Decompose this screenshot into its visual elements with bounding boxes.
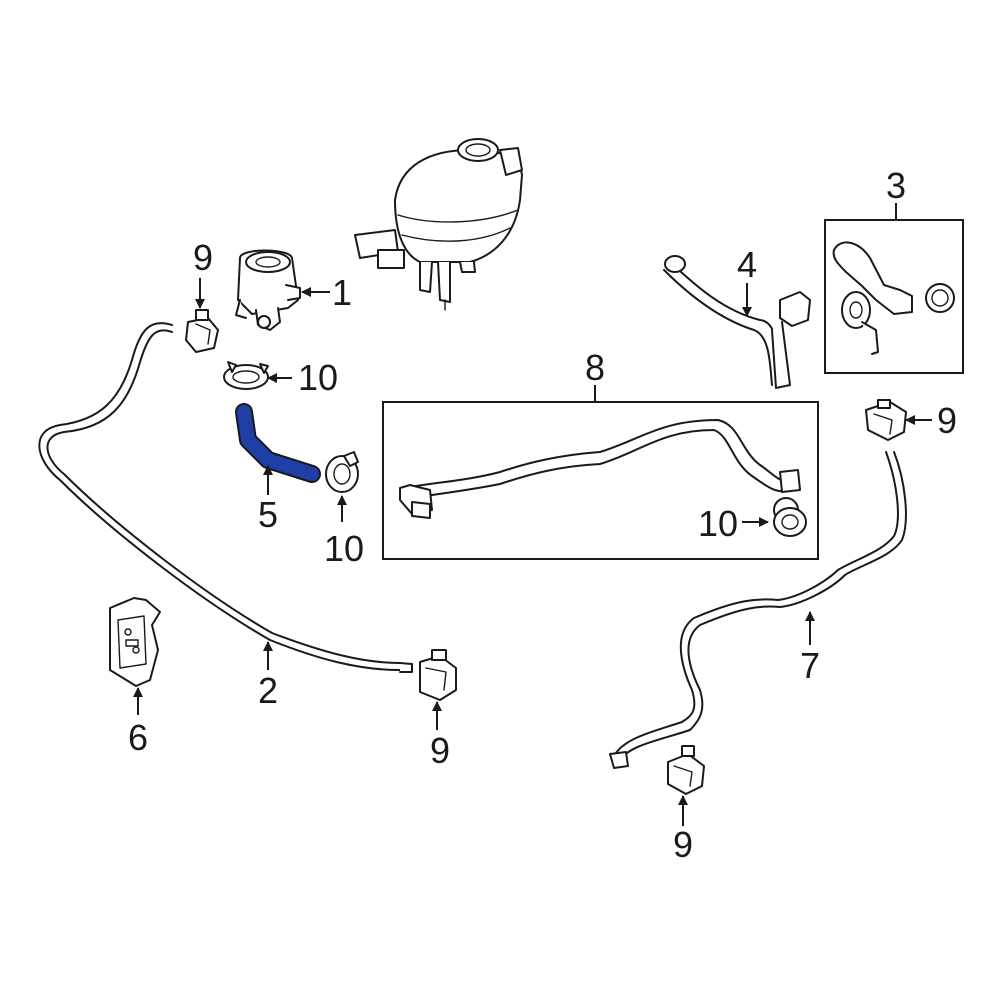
hose-clamp-10-middle bbox=[325, 451, 359, 493]
hose-clip-9-upper-left bbox=[185, 309, 219, 353]
coolant-hose-4 bbox=[663, 255, 811, 389]
callout-9-right: 9 bbox=[937, 400, 957, 441]
callout-10-right: 10 bbox=[698, 503, 738, 544]
hose-clip-9-right bbox=[865, 399, 907, 441]
coolant-hose-7 bbox=[609, 451, 907, 769]
callout-9-lower-right: 9 bbox=[673, 824, 693, 865]
callout-labels: 1 2 3 4 5 6 7 8 9 9 9 9 10 10 10 bbox=[128, 165, 957, 865]
callout-4: 4 bbox=[737, 244, 757, 285]
part-3-inset bbox=[824, 219, 964, 374]
coolant-reservoir bbox=[354, 138, 523, 311]
part-8-inset bbox=[382, 401, 819, 560]
callout-8: 8 bbox=[585, 347, 605, 388]
callout-9-lower-middle: 9 bbox=[430, 730, 450, 771]
callout-5: 5 bbox=[258, 494, 278, 535]
callout-10-upper: 10 bbox=[298, 357, 338, 398]
mounting-bracket-6 bbox=[109, 597, 161, 687]
callout-9-upper-left: 9 bbox=[193, 237, 213, 278]
part-8-frame bbox=[382, 401, 819, 560]
leader-arrows bbox=[133, 203, 932, 826]
callout-3: 3 bbox=[886, 165, 906, 206]
callout-10-middle: 10 bbox=[324, 528, 364, 569]
hose-clip-9-lower-middle bbox=[419, 649, 457, 701]
coolant-hose-5-highlighted bbox=[235, 403, 321, 483]
hose-clamp-10-upper bbox=[223, 361, 269, 390]
callout-1: 1 bbox=[332, 272, 352, 313]
callout-7: 7 bbox=[800, 645, 820, 686]
coolant-hose-2 bbox=[38, 322, 413, 673]
hose-clip-9-lower-right bbox=[667, 745, 705, 795]
water-pump bbox=[235, 249, 301, 331]
part-3-frame bbox=[824, 219, 964, 374]
callout-6: 6 bbox=[128, 717, 148, 758]
callout-2: 2 bbox=[258, 670, 278, 711]
